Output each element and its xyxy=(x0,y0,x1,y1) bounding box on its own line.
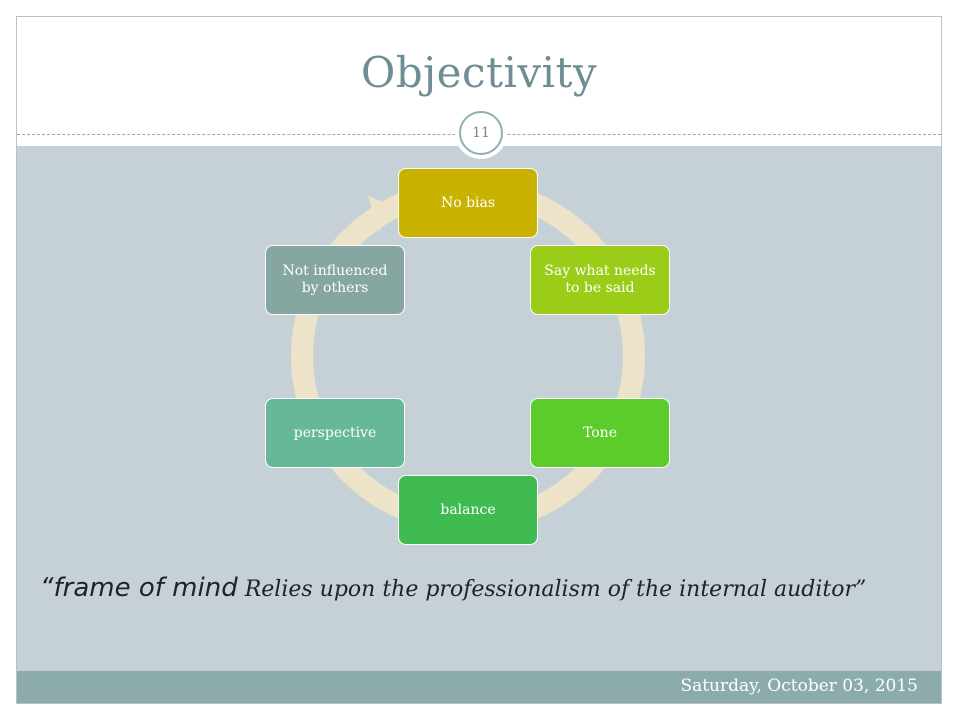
quote-lead: frame of mind xyxy=(53,573,238,603)
page-number-badge: 11 xyxy=(459,111,503,155)
cycle-node-tone: Tone xyxy=(530,398,670,468)
quote-text: “frame of mind Relies upon the professio… xyxy=(40,572,880,606)
cycle-node-not-influenced: Not influenced by others xyxy=(265,245,405,315)
cycle-node-say-what-needs-to-be-said: Say what needs to be said xyxy=(530,245,670,315)
footer-date: Saturday, October 03, 2015 xyxy=(680,676,918,696)
cycle-node-no-bias: No bias xyxy=(398,168,538,238)
cycle-arrowhead-icon xyxy=(368,196,398,232)
cycle-ring-track xyxy=(291,179,645,533)
slide-frame xyxy=(16,16,942,704)
footer-bar xyxy=(17,671,941,703)
slide-title: Objectivity xyxy=(360,48,598,97)
cycle-node-perspective: perspective xyxy=(265,398,405,468)
quote-close-mark: ” xyxy=(855,577,867,602)
quote-rest: Relies upon the professionalism of the i… xyxy=(237,577,856,602)
cycle-node-balance: balance xyxy=(398,475,538,545)
quote-open-mark: “ xyxy=(40,573,54,603)
